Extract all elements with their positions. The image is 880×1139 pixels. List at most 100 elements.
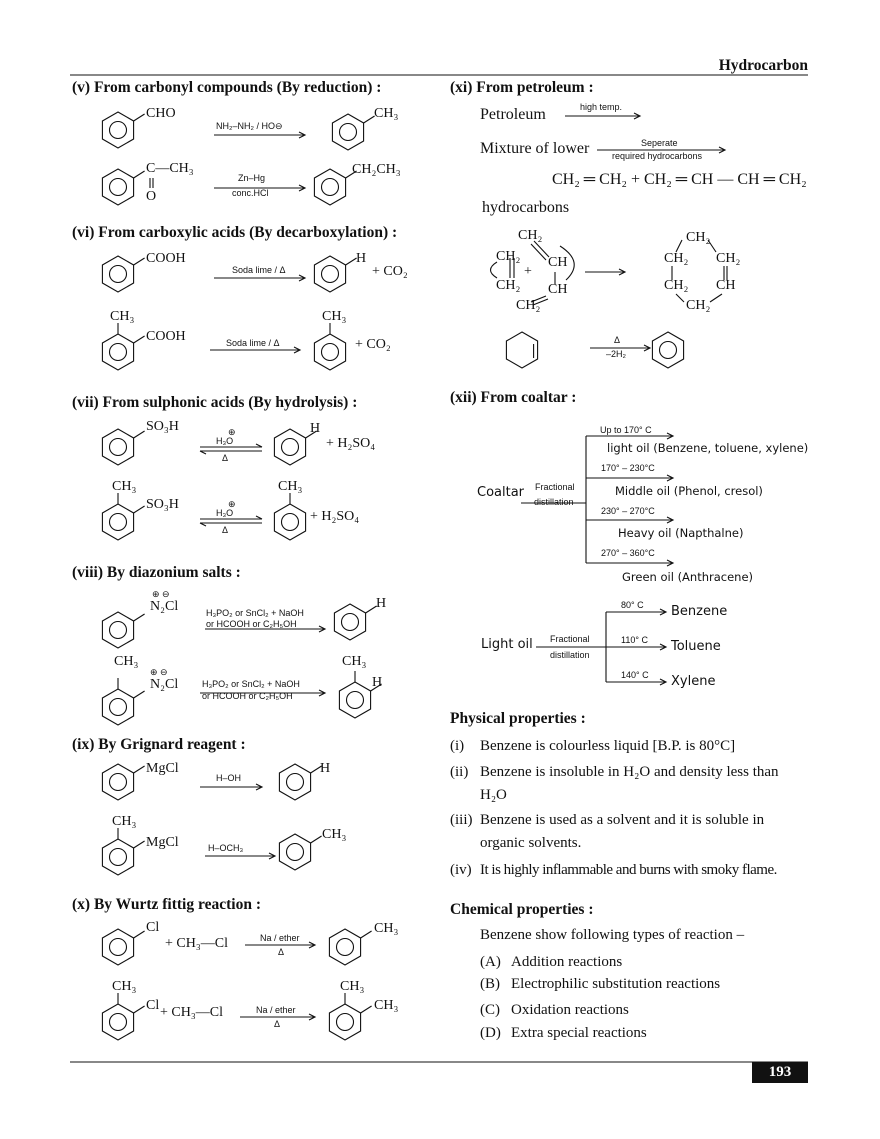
section-heading-vii: (vii) From sulphonic acids (By hydrolysi… — [72, 394, 358, 411]
formula-label: CH₃ — [112, 479, 137, 494]
substituent-bond — [310, 765, 322, 774]
substituent-bond — [305, 430, 317, 439]
benzene-ring — [338, 681, 372, 719]
item-text: Electrophilic substitution reactions — [511, 976, 721, 992]
fraction-temp: 170° – 230°C — [601, 463, 655, 473]
reagent-label: Seperate — [641, 138, 678, 148]
substituent-bond — [133, 113, 145, 122]
fraction-temp: 270° – 360°C — [601, 548, 655, 558]
reagent-label: Soda lime / Δ — [232, 265, 286, 275]
substituent-bond — [310, 835, 322, 844]
bond-line — [707, 239, 717, 253]
arrow-head — [308, 941, 317, 949]
aromatic-circle — [108, 847, 128, 867]
formula-label: CH — [716, 278, 736, 293]
aromatic-circle — [335, 937, 355, 957]
arrow-head — [659, 678, 668, 686]
reagent-label: required hydrocarbons — [612, 151, 703, 161]
aromatic-circle — [108, 177, 128, 197]
benzene-ring — [101, 111, 135, 149]
arrow-head — [666, 432, 675, 440]
formula-label: CH₂ — [518, 228, 543, 243]
formula-label: CH₂ — [496, 278, 521, 293]
formula-label: Cl — [146, 920, 160, 935]
item-number: (D) — [480, 1025, 501, 1041]
fraction-product: Toluene — [671, 639, 721, 654]
physical-heading: Physical properties : — [450, 710, 586, 727]
formula-label: CH₂ — [686, 230, 711, 245]
aromatic-circle — [335, 1012, 355, 1032]
aromatic-circle — [108, 937, 128, 957]
arrow-head — [659, 608, 668, 616]
benzene-ring — [101, 928, 135, 966]
arrow-head — [255, 443, 263, 448]
arrow-head — [293, 346, 302, 354]
formula-label: CH₂ — [716, 251, 741, 266]
reagent-label: Δ — [278, 947, 285, 957]
formula-label: CH₂ — [664, 278, 689, 293]
coaltar-label: Coaltar — [477, 485, 525, 500]
substituent-bond — [133, 765, 145, 774]
arrow-head — [318, 625, 327, 633]
benzene-ring — [328, 1003, 362, 1041]
reagent-label: or HCOOH or C₂H₅OH — [202, 691, 293, 701]
aromatic-circle — [285, 772, 305, 792]
formula-label: + CH₃—Cl — [165, 936, 228, 951]
item-number: (C) — [480, 1002, 500, 1018]
formula-label: CH₃ — [112, 979, 137, 994]
formula-label: CH₃ — [374, 921, 399, 936]
formula-label: H — [372, 675, 383, 690]
hydrocarbons-label: hydrocarbons — [482, 199, 570, 216]
arrow-head — [618, 268, 627, 276]
reagent-label: Δ — [222, 525, 229, 535]
equation: CH₂ ═ CH₂ + CH₂ ═ CH — CH ═ CH₂ — [552, 171, 807, 188]
aromatic-circle — [338, 122, 358, 142]
formula-label: N₂Cl — [150, 677, 179, 692]
item-number: (iii) — [450, 812, 473, 828]
formula-label: CH₃ — [112, 814, 137, 829]
item-number: (A) — [480, 954, 501, 970]
aromatic-circle — [340, 612, 360, 632]
formula-label: H — [376, 596, 387, 611]
item-text: Oxidation reactions — [511, 1002, 629, 1018]
substituent-bond — [133, 840, 145, 849]
formula-label: CH₂ — [516, 298, 541, 313]
item-text: organic solvents. — [480, 835, 582, 851]
item-text: Addition reactions — [511, 954, 623, 970]
benzene-ring — [273, 428, 307, 466]
formula-label: H — [356, 251, 367, 266]
formula-label: Cl — [146, 998, 160, 1013]
fraction-product: Middle oil (Phenol, cresol) — [615, 484, 763, 498]
chemical-intro: Benzene show following types of reaction… — [480, 927, 745, 943]
reagent-label: Soda lime / Δ — [226, 338, 280, 348]
bond-line — [709, 293, 723, 303]
electron-arrow — [489, 261, 498, 279]
fraction-temp: 230° – 270°C — [601, 506, 655, 516]
reagent-label: Na / ether — [256, 1005, 296, 1015]
fraction-temp: 140° C — [621, 670, 649, 680]
substituent-bond — [345, 257, 357, 266]
aromatic-circle — [108, 120, 128, 140]
substituent-bond — [133, 613, 145, 622]
formula-label: O — [146, 189, 157, 204]
bond-line — [675, 293, 685, 303]
chemical-heading: Chemical properties : — [450, 901, 594, 918]
arrow-head — [666, 516, 675, 524]
substituent-bond — [133, 335, 145, 344]
reagent-label: NH₂–NH₂ / HO⊖ — [216, 121, 283, 131]
benzene-ring — [101, 168, 135, 206]
benzene-ring — [313, 255, 347, 293]
charge: ⊕ ⊖ — [150, 667, 168, 677]
substituent-bond — [133, 690, 145, 699]
item-text: Benzene is insoluble in H₂O and density … — [480, 764, 779, 780]
double-bond — [532, 298, 549, 306]
benzene-ring — [101, 838, 135, 876]
aromatic-circle — [108, 264, 128, 284]
formula-label: COOH — [146, 251, 186, 266]
benzene-ring — [101, 763, 135, 801]
formula-label: CH₂ — [686, 298, 711, 313]
double-bond — [530, 243, 547, 261]
formula-label: CH₂ — [664, 251, 689, 266]
aromatic-circle — [108, 1012, 128, 1032]
